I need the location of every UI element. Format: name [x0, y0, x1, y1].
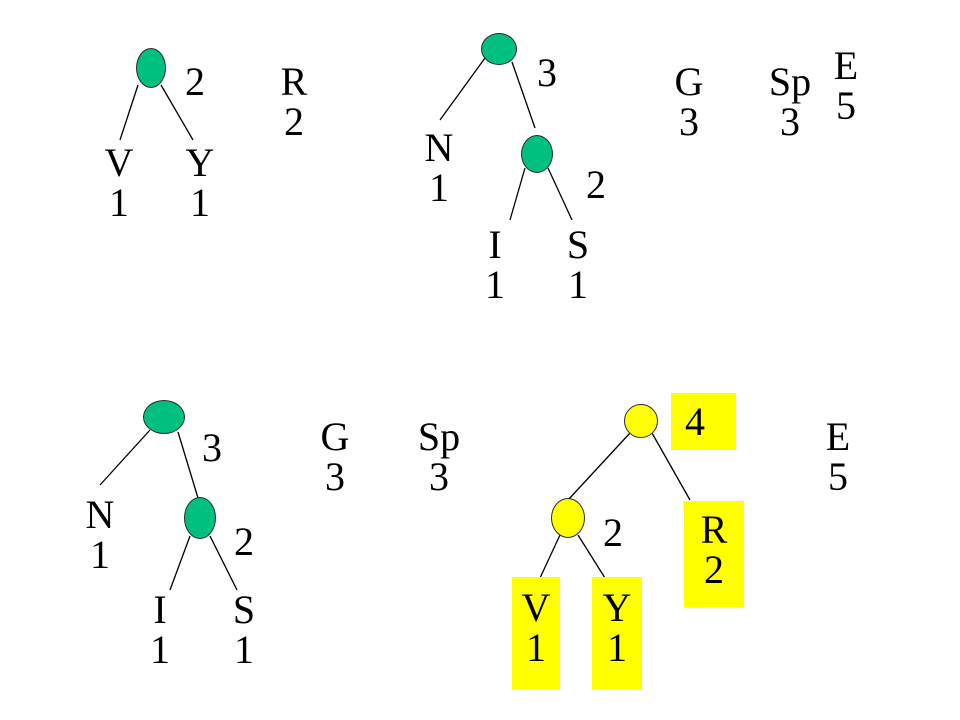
tree4-leaf-v: V 1 — [518, 588, 554, 668]
tree4-inner-node — [551, 498, 585, 538]
leaf-count: 1 — [90, 532, 110, 577]
tree3-leaf-i: I 1 — [148, 590, 172, 670]
tree2-leaf-i: I 1 — [483, 225, 507, 305]
leaf-letter: I — [153, 587, 167, 632]
leaf-count: 1 — [190, 180, 210, 225]
leaf-count: 1 — [485, 262, 505, 307]
tree3-root-node — [143, 400, 185, 434]
symbol-count: 5 — [836, 83, 856, 128]
symbol-count: 5 — [828, 454, 848, 499]
tree1-leaf-v: V 1 — [104, 143, 134, 223]
edge — [547, 167, 573, 221]
edge — [439, 57, 486, 121]
edge — [651, 432, 691, 501]
bottom-symbol-e: E 5 — [822, 417, 854, 497]
edge — [99, 429, 151, 486]
symbol-letter: Sp — [417, 414, 461, 459]
leaf-letter: I — [488, 222, 502, 267]
leaf-letter: V — [104, 140, 134, 185]
top-symbol-e: E 5 — [830, 46, 862, 126]
symbol-count: 3 — [325, 454, 345, 499]
leaf-letter: S — [232, 587, 256, 632]
tree2-leaf-n: N 1 — [422, 128, 456, 208]
tree4-root-weight: 4 — [685, 399, 705, 444]
edge — [160, 84, 194, 141]
edge — [577, 534, 606, 579]
symbol-letter: E — [825, 414, 851, 459]
leaf-letter: R — [700, 507, 728, 552]
tree4-root-weight-highlight — [671, 393, 736, 450]
bottom-symbol-g: G 3 — [318, 417, 352, 497]
symbol-count: 2 — [284, 99, 304, 144]
top-symbol-sp: Sp 3 — [766, 62, 814, 142]
tree4-leaf-r: R 2 — [694, 510, 734, 590]
tree4-inner-weight: 2 — [603, 510, 623, 555]
tree4-leaf-r-highlight — [684, 501, 744, 607]
leaf-letter: N — [424, 125, 454, 170]
leaf-count: 1 — [109, 180, 129, 225]
leaf-letter: S — [566, 222, 590, 267]
tree3-leaf-n: N 1 — [83, 495, 117, 575]
leaf-count: 1 — [150, 627, 170, 672]
tree4-leaf-y-highlight — [592, 577, 642, 689]
leaf-letter: Y — [185, 140, 215, 185]
symbol-letter: G — [320, 414, 350, 459]
bottom-symbol-sp: Sp 3 — [415, 417, 463, 497]
edge — [169, 535, 191, 591]
edge — [209, 535, 238, 591]
tree4-root-node — [624, 404, 658, 438]
leaf-letter: N — [85, 492, 115, 537]
leaf-count: 1 — [234, 627, 254, 672]
symbol-letter: G — [674, 59, 704, 104]
tree1-r-symbol: R 2 — [279, 62, 309, 142]
tree1-leaf-y: Y 1 — [183, 143, 217, 223]
edge — [567, 432, 631, 501]
symbol-letter: E — [833, 43, 859, 88]
leaf-count: 1 — [607, 625, 627, 670]
symbol-count: 3 — [429, 454, 449, 499]
symbol-letter: R — [280, 59, 308, 104]
leaf-letter: Y — [602, 585, 632, 630]
tree2-root-node — [481, 33, 517, 65]
symbol-count: 3 — [780, 99, 800, 144]
leaf-count: 1 — [568, 262, 588, 307]
edge — [511, 61, 536, 129]
edge — [509, 167, 526, 221]
symbol-count: 3 — [679, 99, 699, 144]
tree2-inner-node — [521, 135, 553, 173]
tree3-leaf-s: S 1 — [229, 590, 259, 670]
leaf-count: 1 — [429, 165, 449, 210]
tree2-leaf-s: S 1 — [563, 225, 593, 305]
tree1-weight: 2 — [185, 59, 205, 104]
edge — [539, 534, 561, 579]
tree2-inner-weight: 2 — [586, 162, 606, 207]
top-symbol-g: G 3 — [672, 62, 706, 142]
tree2-root-weight: 3 — [537, 50, 557, 95]
leaf-letter: V — [521, 585, 551, 630]
leaf-count: 1 — [526, 625, 546, 670]
tree3-inner-node — [184, 497, 216, 539]
edge — [119, 84, 139, 141]
leaf-count: 2 — [704, 547, 724, 592]
edge — [177, 431, 199, 499]
tree1-root-node — [136, 48, 166, 88]
tree3-inner-weight: 2 — [234, 519, 254, 564]
tree3-root-weight: 3 — [202, 425, 222, 470]
tree4-leaf-y: Y 1 — [598, 588, 636, 668]
symbol-letter: Sp — [768, 59, 812, 104]
tree4-leaf-v-highlight — [512, 577, 560, 689]
